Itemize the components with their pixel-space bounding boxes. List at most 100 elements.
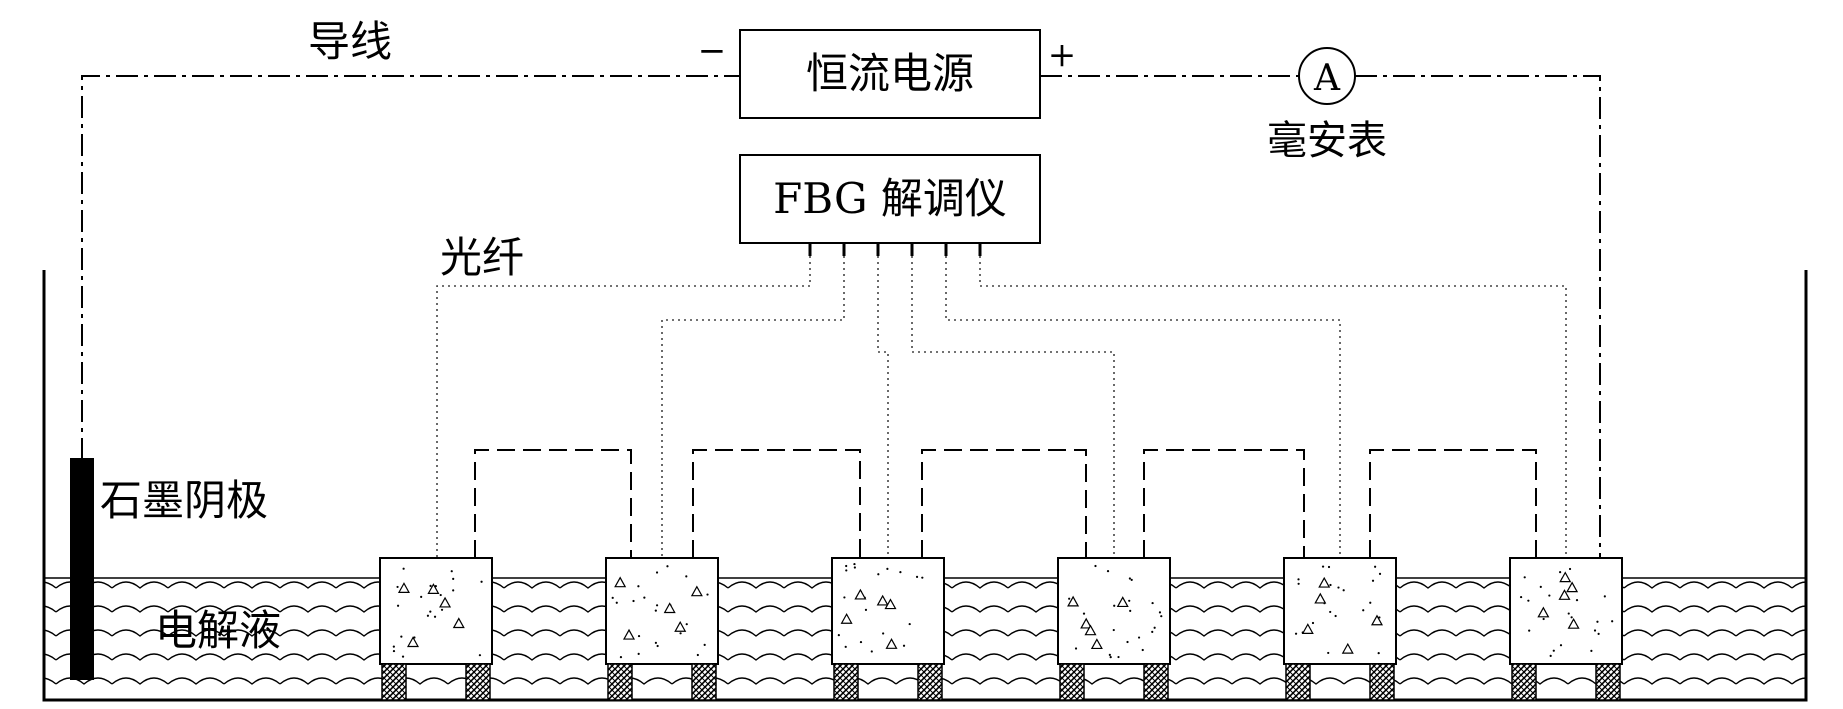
fiber-6 [979,244,1567,558]
aggregate-dot [1528,629,1531,632]
power-supply: 恒流电源 − + [698,29,1077,119]
concrete-specimen [379,557,493,701]
aggregate-stone [884,598,897,610]
aggregate-stone [1318,576,1331,588]
aggregate-dot [1112,628,1115,632]
specimen-support [607,663,633,701]
aggregate-dot [1311,621,1315,625]
specimen-support [1285,663,1311,701]
aggregate-stone [1341,642,1354,654]
aggregate-dot [637,652,640,656]
aggregate-dot [420,595,423,599]
aggregate-dot [615,601,618,604]
aggregate-dot [1117,655,1120,659]
aggregate-dot [1329,583,1332,587]
fbg-demodulator-box [739,154,1041,244]
aggregate-dot [1130,578,1133,581]
aggregate-dot [450,570,453,573]
aggregate-dot [1337,586,1340,589]
aggregate-dot [1128,577,1131,580]
aggregate-dot [886,567,889,570]
aggregate-stone [1559,571,1572,583]
aggregate-dot [619,656,623,659]
aggregate-dot [1137,636,1141,639]
aggregate-stone [663,602,676,614]
aggregate-dot [1603,595,1606,598]
aggregate-dot [870,650,873,653]
aggregate-dot [396,585,399,589]
aggregate-stone [1370,614,1384,626]
specimen-support [465,663,491,701]
aggregate-dot [632,599,635,603]
aggregate-dot [679,632,682,635]
aggregate-dot [853,562,856,566]
aggregate-stone [452,617,465,629]
aggregate-dot [1371,579,1375,582]
aggregate-dot [637,634,641,638]
connection-2-3 [692,449,861,558]
aggregate-dot [1074,647,1078,650]
specimen-support [833,663,859,701]
fbg-demodulator: FBG 解调仪 [739,154,1041,256]
aggregate-dot [611,596,614,599]
specimen-support [1059,663,1085,701]
ammeter-wire [1355,75,1601,558]
aggregate-stone [1084,624,1097,636]
aggregate-dot [1160,615,1163,618]
aggregate-stone [1566,581,1579,593]
aggregate-stone [1067,595,1080,607]
aggregate-dot [452,589,455,592]
aggregate-stone [614,576,627,588]
ammeter-label: 毫安表 [1267,118,1387,164]
aggregate-dot [1369,601,1372,604]
aggregate-dot [1549,654,1552,657]
aggregate-dot [402,567,405,570]
circuit-wire [81,75,1601,558]
aggregate-stone [1314,592,1327,604]
aggregate-dot [396,604,400,607]
aggregate-dot [1327,565,1331,569]
aggregate-dot [440,608,444,611]
aggregate-dot [1362,609,1365,612]
specimen-block [1283,557,1397,665]
aggregate-dot [429,584,432,587]
aggregate-dot [1568,567,1572,571]
aggregate-dot [1109,656,1112,659]
specimen-block [1057,557,1171,665]
aggregate-dot [703,643,706,646]
aggregate-dot [1113,604,1116,607]
power-supply-box [739,29,1041,119]
aggregate-stone [1090,638,1103,650]
aggregate-dot [478,654,482,657]
aggregate-dot [902,644,906,647]
aggregate-dot [859,640,863,644]
specimen-support [1369,663,1395,701]
electrolyte-label: 电解液 [155,606,281,655]
aggregate-stone [854,588,867,600]
aggregate-dot [637,585,640,588]
aggregate-dot [843,596,846,599]
aggregate-dot [392,649,396,653]
aggregate-dot [706,593,709,596]
concrete-specimen [1283,557,1397,701]
aggregate-stone [439,596,452,608]
specimen-support [1595,663,1621,701]
ammeter-circle [1298,47,1356,105]
aggregate-dot [452,577,455,580]
aggregate-dot [1559,571,1562,574]
positive-terminal-label: + [1048,35,1077,75]
aggregate-dot [655,604,659,607]
cathode-label: 石墨阴极 [100,476,268,525]
aggregate-dot [899,571,902,574]
aggregate-dot [1068,597,1071,600]
negative-terminal-label: − [698,31,727,71]
aggregate-dot [915,575,919,578]
specimen-support [1143,663,1169,701]
aggregate-dot [1567,612,1570,615]
concrete-specimen [1509,557,1623,701]
aggregate-dot [400,635,403,638]
aggregate-dot [1151,630,1154,633]
aggregate-stone [690,585,703,597]
aggregate-dot [1297,582,1300,585]
aggregate-dot [1329,610,1332,614]
